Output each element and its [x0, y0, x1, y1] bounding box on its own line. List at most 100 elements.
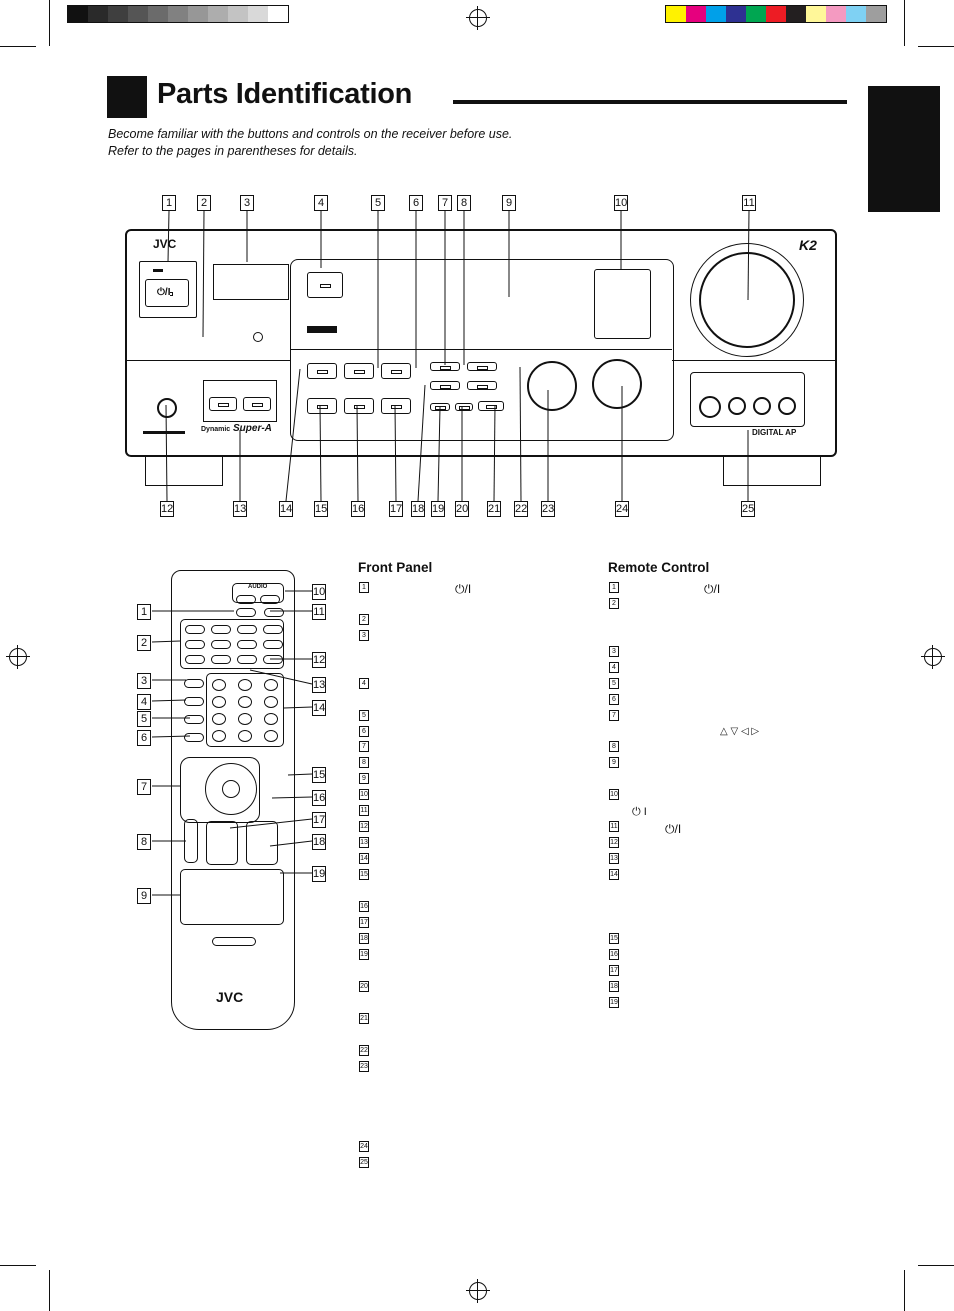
language-tab: [868, 86, 940, 212]
remote-source-button[interactable]: [237, 640, 257, 649]
channel-group: [246, 821, 278, 865]
panel-button-c4[interactable]: [467, 381, 497, 390]
dynamic-super-a-button[interactable]: [209, 397, 237, 411]
remote-button-4[interactable]: [184, 697, 204, 706]
remote-tv-power-button[interactable]: [236, 608, 256, 617]
remote-number-button[interactable]: [264, 730, 278, 742]
audio-right-jack[interactable]: [778, 397, 796, 415]
remote-on-button[interactable]: [260, 595, 280, 604]
leader-line: [394, 404, 397, 502]
panel-button-d3[interactable]: [478, 401, 504, 411]
registration-mark-bottom: [466, 1279, 490, 1303]
remote-sensor: [253, 332, 263, 342]
panel-button-a3[interactable]: [381, 363, 411, 379]
source-name-button[interactable]: [307, 272, 343, 298]
leader-line: [249, 669, 313, 685]
callout-23: 23: [541, 501, 555, 517]
panel-button-d2[interactable]: [455, 403, 473, 411]
leader-line: [319, 404, 322, 502]
panel-button-a2[interactable]: [344, 363, 374, 379]
remote-vcr-power-button[interactable]: [264, 608, 284, 617]
video-jack[interactable]: [728, 397, 746, 415]
callout-21: 21: [487, 501, 501, 517]
digital-ap-select-button[interactable]: [243, 397, 271, 411]
remote-number-button[interactable]: [264, 713, 278, 725]
crop-mark: [0, 1265, 36, 1266]
callout-10: 10: [312, 584, 326, 600]
remote-button-5[interactable]: [184, 715, 204, 724]
leader-line: [151, 735, 191, 738]
remote-number-button[interactable]: [212, 696, 226, 708]
remote-source-button[interactable]: [211, 640, 231, 649]
callout-4: 4: [609, 662, 619, 673]
remote-button-6[interactable]: [184, 733, 204, 742]
callout-18: 18: [609, 981, 619, 992]
crop-mark: [49, 0, 50, 46]
callout-1: 1: [137, 604, 151, 620]
remote-number-button[interactable]: [212, 679, 226, 691]
text-badge: [307, 326, 337, 333]
panel-button-a1[interactable]: [307, 363, 337, 379]
remote-standby-button[interactable]: [236, 595, 256, 604]
callout-5: 5: [371, 195, 385, 211]
remote-source-button[interactable]: [185, 655, 205, 664]
callout-8: 8: [137, 834, 151, 850]
remote-source-button[interactable]: [211, 655, 231, 664]
callout-25: 25: [741, 501, 755, 517]
callout-16: 16: [351, 501, 365, 517]
callout-13: 13: [233, 501, 247, 517]
panel-button-b1[interactable]: [307, 398, 337, 414]
callout-19: 19: [359, 949, 369, 960]
cursor-pad[interactable]: [205, 763, 257, 815]
panel-button-c2[interactable]: [467, 362, 497, 371]
remote-source-button[interactable]: [185, 640, 205, 649]
master-volume-knob[interactable]: [699, 252, 795, 348]
leader-line: [283, 706, 313, 709]
color-swatch: [766, 6, 786, 22]
remote-number-button[interactable]: [238, 679, 252, 691]
dynamic-label: Dynamic: [201, 426, 231, 433]
volume-group: [206, 821, 238, 865]
remote-source-button[interactable]: [211, 625, 231, 634]
panel-button-b3[interactable]: [381, 398, 411, 414]
remote-number-button[interactable]: [238, 713, 252, 725]
callout-7: 7: [438, 195, 452, 211]
audio-left-jack[interactable]: [753, 397, 771, 415]
remote-source-button[interactable]: [237, 625, 257, 634]
callout-10: 10: [609, 789, 619, 800]
remote-source-button[interactable]: [237, 655, 257, 664]
remote-number-button[interactable]: [264, 679, 278, 691]
remote-number-button[interactable]: [212, 713, 226, 725]
remote-number-button[interactable]: [238, 730, 252, 742]
panel-button-c3[interactable]: [430, 381, 460, 390]
source-selector-knob[interactable]: [592, 359, 642, 409]
remote-source-button[interactable]: [263, 625, 283, 634]
remote-number-button[interactable]: [238, 696, 252, 708]
leader-line: [519, 366, 522, 502]
callout-3: 3: [359, 630, 369, 641]
callout-8: 8: [609, 741, 619, 752]
remote-number-button[interactable]: [264, 696, 278, 708]
remote-source-button[interactable]: [185, 625, 205, 634]
remote-number-button[interactable]: [212, 730, 226, 742]
callout-3: 3: [240, 195, 254, 211]
callout-20: 20: [455, 501, 469, 517]
color-swatch: [208, 6, 228, 22]
remote-source-button[interactable]: [263, 640, 283, 649]
panel-button-b2[interactable]: [344, 398, 374, 414]
setting-knob[interactable]: [527, 361, 577, 411]
remote-bottom-button[interactable]: [212, 937, 256, 946]
callout-1: 1: [609, 582, 619, 593]
leader-line: [271, 796, 313, 799]
callout-14: 14: [312, 700, 326, 716]
remote-button-3[interactable]: [184, 679, 204, 688]
leader-line: [269, 840, 313, 847]
intro-text-1: Become familiar with the buttons and con…: [108, 127, 513, 141]
callout-10: 10: [359, 789, 369, 800]
page-title: Parts Identification: [157, 78, 413, 110]
callout-11: 11: [312, 604, 326, 620]
s-video-jack[interactable]: [699, 396, 721, 418]
enter-button[interactable]: [222, 780, 240, 798]
callout-2: 2: [609, 598, 619, 609]
phones-jack[interactable]: [157, 398, 177, 418]
